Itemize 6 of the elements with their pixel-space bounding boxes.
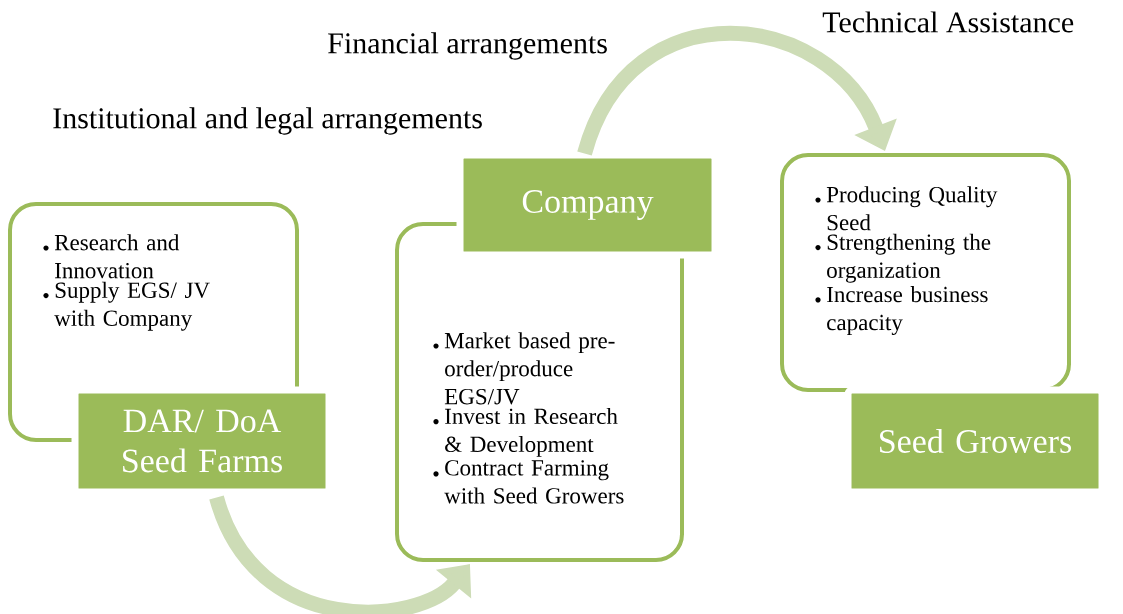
curved-arrow bbox=[577, 25, 897, 157]
bullet-list-box: Producing Quality Seed Strengthening the organization Increase business capacity bbox=[780, 153, 1071, 392]
bullet-list-box: Market based pre-order/produce EGS/JV Invest in Research & Development Contract Farming with Seed Growers bbox=[395, 222, 684, 562]
arrangement-label: Financial arrangements bbox=[328, 32, 607, 60]
arrangement-label: Technical Assistance bbox=[822, 11, 1074, 33]
arrangement-label: Institutional and legal arrangements bbox=[53, 107, 482, 135]
